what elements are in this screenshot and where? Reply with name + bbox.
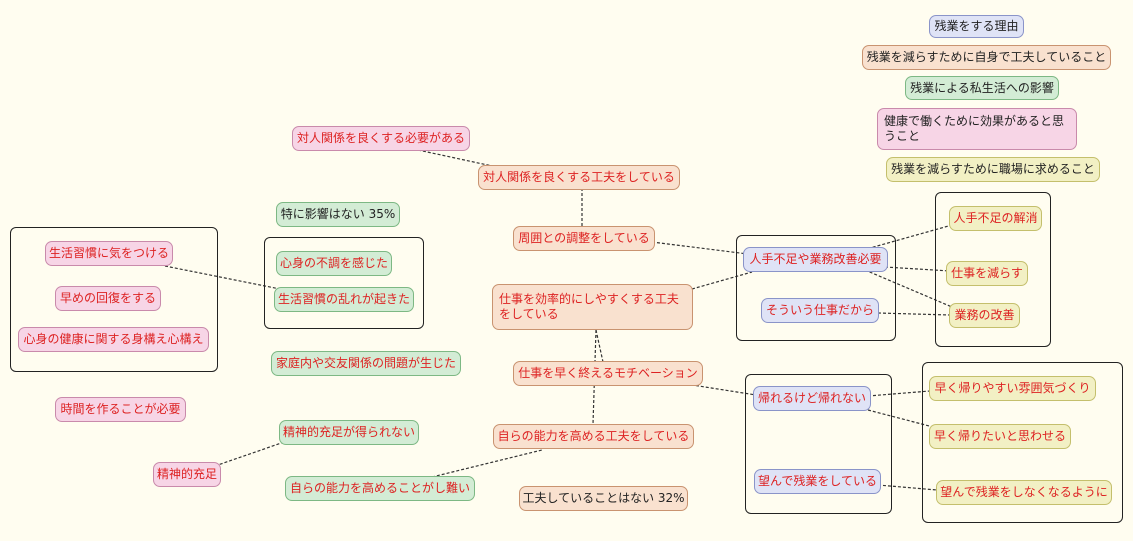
node-hitode-kaizen[interactable]: 人手不足や業務改善必要 [743, 247, 888, 272]
group-frame [922, 362, 1123, 523]
node-shuui-chosei[interactable]: 周囲との調整をしている [513, 226, 655, 251]
group-frame [736, 235, 896, 341]
connector [691, 271, 753, 290]
connector [595, 329, 604, 363]
connector [867, 409, 938, 429]
node-nozonde-nakusu[interactable]: 望んで残業をしなくなるように [936, 480, 1112, 505]
legend-item-private-life: 残業による私生活への影響 [905, 76, 1059, 100]
legend-item-workplace: 残業を減らすために職場に求めること [886, 157, 1100, 182]
node-midare[interactable]: 生活習慣の乱れが起きた [274, 287, 414, 312]
connector [214, 439, 291, 467]
legend-item-health: 健康で働くために効果があると思うこと [877, 108, 1077, 150]
node-noryoku-kufu[interactable]: 自らの能力を高める工夫をしている [493, 424, 694, 449]
node-nozonde[interactable]: 望んで残業をしている [754, 469, 881, 494]
node-jujitsu-nai[interactable]: 精神的充足が得られない [279, 420, 419, 445]
connector [867, 390, 931, 397]
node-motivation[interactable]: 仕事を早く終えるモチベーション [513, 361, 703, 386]
node-funiki[interactable]: 早く帰りやすい雰囲気づくり [929, 376, 1096, 401]
connector [862, 224, 953, 251]
connector [651, 241, 749, 255]
node-no-effect[interactable]: 特に影響はない 35% [276, 202, 400, 227]
node-fucho[interactable]: 心身の不調を感じた [276, 251, 392, 276]
node-shigoto-herasu[interactable]: 仕事を減らす [946, 261, 1028, 286]
node-gyomu-kaizen[interactable]: 業務の改善 [949, 303, 1020, 328]
node-noryoku-muzu[interactable]: 自らの能力を高めることがし難い [285, 476, 475, 501]
node-seikatsu-ki[interactable]: 生活習慣に気をつける [45, 241, 173, 266]
connector [685, 383, 757, 396]
node-kaifuku[interactable]: 早めの回復をする [55, 286, 161, 311]
group-frame [10, 227, 218, 372]
node-hitode-kaisho[interactable]: 人手不足の解消 [949, 206, 1042, 231]
legend-item-reason: 残業をする理由 [929, 15, 1024, 38]
node-kaerenai[interactable]: 帰れるけど帰れない [753, 386, 871, 411]
group-frame [264, 237, 424, 329]
node-taijin-kufu[interactable]: 対人関係を良くする工夫をしている [478, 165, 680, 190]
connector [164, 265, 286, 291]
connector [864, 269, 953, 308]
node-koritsu[interactable]: 仕事を効率的にしやすくする工夫をしている [492, 284, 693, 330]
node-omowaseru[interactable]: 早く帰りたいと思わせる [929, 424, 1071, 449]
node-kokorogamae[interactable]: 心身の健康に関する身構え心構え [18, 327, 209, 352]
connector [431, 449, 543, 478]
node-sou-shigoto[interactable]: そういう仕事だから [761, 298, 879, 323]
legend-item-self-effort: 残業を減らすために自身で工夫していること [862, 45, 1111, 70]
node-katei[interactable]: 家庭内や交友関係の問題が生じた [271, 351, 461, 376]
node-taijin-need[interactable]: 対人関係を良くする必要がある [292, 126, 470, 151]
node-kufu-nai[interactable]: 工夫していることはない 32% [519, 486, 688, 511]
node-jikan[interactable]: 時間を作ることが必要 [55, 397, 186, 422]
group-frame [745, 374, 892, 514]
connector [877, 312, 951, 316]
node-jujitsu[interactable]: 精神的充足 [153, 462, 221, 487]
group-frame [935, 192, 1051, 347]
